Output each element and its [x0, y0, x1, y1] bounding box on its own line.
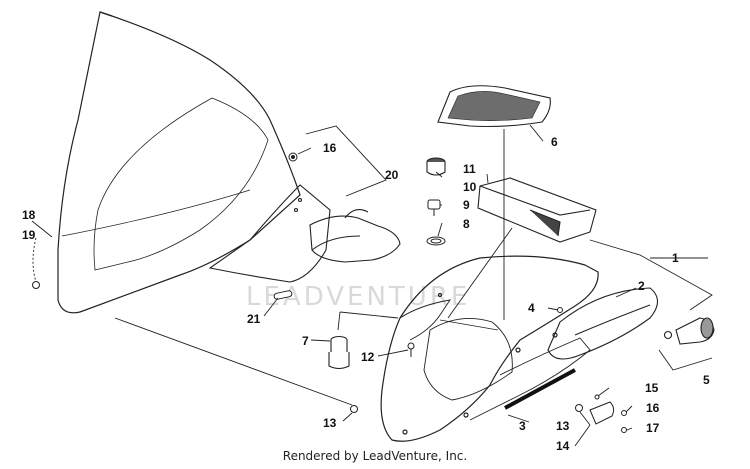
callout-2: 2	[638, 279, 645, 293]
windshield-part[interactable]	[57, 11, 301, 314]
callout-18: 18	[22, 208, 36, 222]
screw-17-part[interactable]	[621, 427, 627, 433]
module-11-part[interactable]	[477, 177, 597, 243]
callout-11: 11	[463, 162, 476, 176]
callout-3: 3	[519, 419, 526, 433]
switch-cap-10-part[interactable]	[426, 157, 446, 176]
nut-13-right-part[interactable]	[575, 404, 583, 412]
screw-12-part[interactable]	[407, 342, 415, 357]
plug-5-part[interactable]	[663, 317, 715, 345]
bracket-14-part[interactable]	[589, 394, 615, 425]
nut-16-part[interactable]	[288, 152, 298, 162]
callout-8: 8	[463, 217, 470, 231]
callout-13-right: 13	[556, 419, 570, 433]
callout-6: 6	[551, 135, 558, 149]
callout-1: 1	[672, 251, 679, 265]
grille-part[interactable]	[437, 85, 551, 128]
callout-16-upper: 16	[323, 141, 337, 155]
callout-9: 9	[463, 198, 470, 212]
callout-16-lower: 16	[646, 401, 660, 415]
screw-4-part[interactable]	[557, 307, 563, 313]
callout-19: 19	[22, 228, 36, 242]
callout-14: 14	[556, 439, 570, 453]
callout-21: 21	[247, 312, 261, 326]
callout-12: 12	[361, 350, 375, 364]
callout-20: 20	[385, 168, 399, 182]
key-9-part[interactable]	[427, 199, 441, 216]
callout-5: 5	[703, 373, 710, 387]
nut-13-lower-left-part[interactable]	[350, 405, 358, 413]
leader-lines	[31, 124, 713, 447]
callout-4: 4	[528, 301, 535, 315]
clip-21-part[interactable]	[273, 290, 293, 300]
callout-10: 10	[463, 180, 477, 194]
side-panel-part[interactable]	[547, 287, 659, 360]
callout-17: 17	[646, 421, 660, 435]
fastener-19-part[interactable]	[32, 281, 40, 289]
callout-13-left: 13	[323, 416, 337, 430]
callout-labels: 1 2 3 4 5 6 7 8 9 10 11 12 13 13 14 15 1…	[22, 135, 710, 453]
callout-15: 15	[645, 381, 659, 395]
render-credit: Rendered by LeadVenture, Inc.	[282, 449, 468, 463]
grommet-8-part[interactable]	[426, 236, 446, 246]
switch-7-part[interactable]	[328, 335, 350, 370]
callout-7: 7	[302, 334, 309, 348]
hood-part[interactable]	[380, 255, 599, 442]
bracket-assembly-part[interactable]	[208, 184, 401, 283]
fastener-16-lower-part[interactable]	[621, 410, 627, 416]
